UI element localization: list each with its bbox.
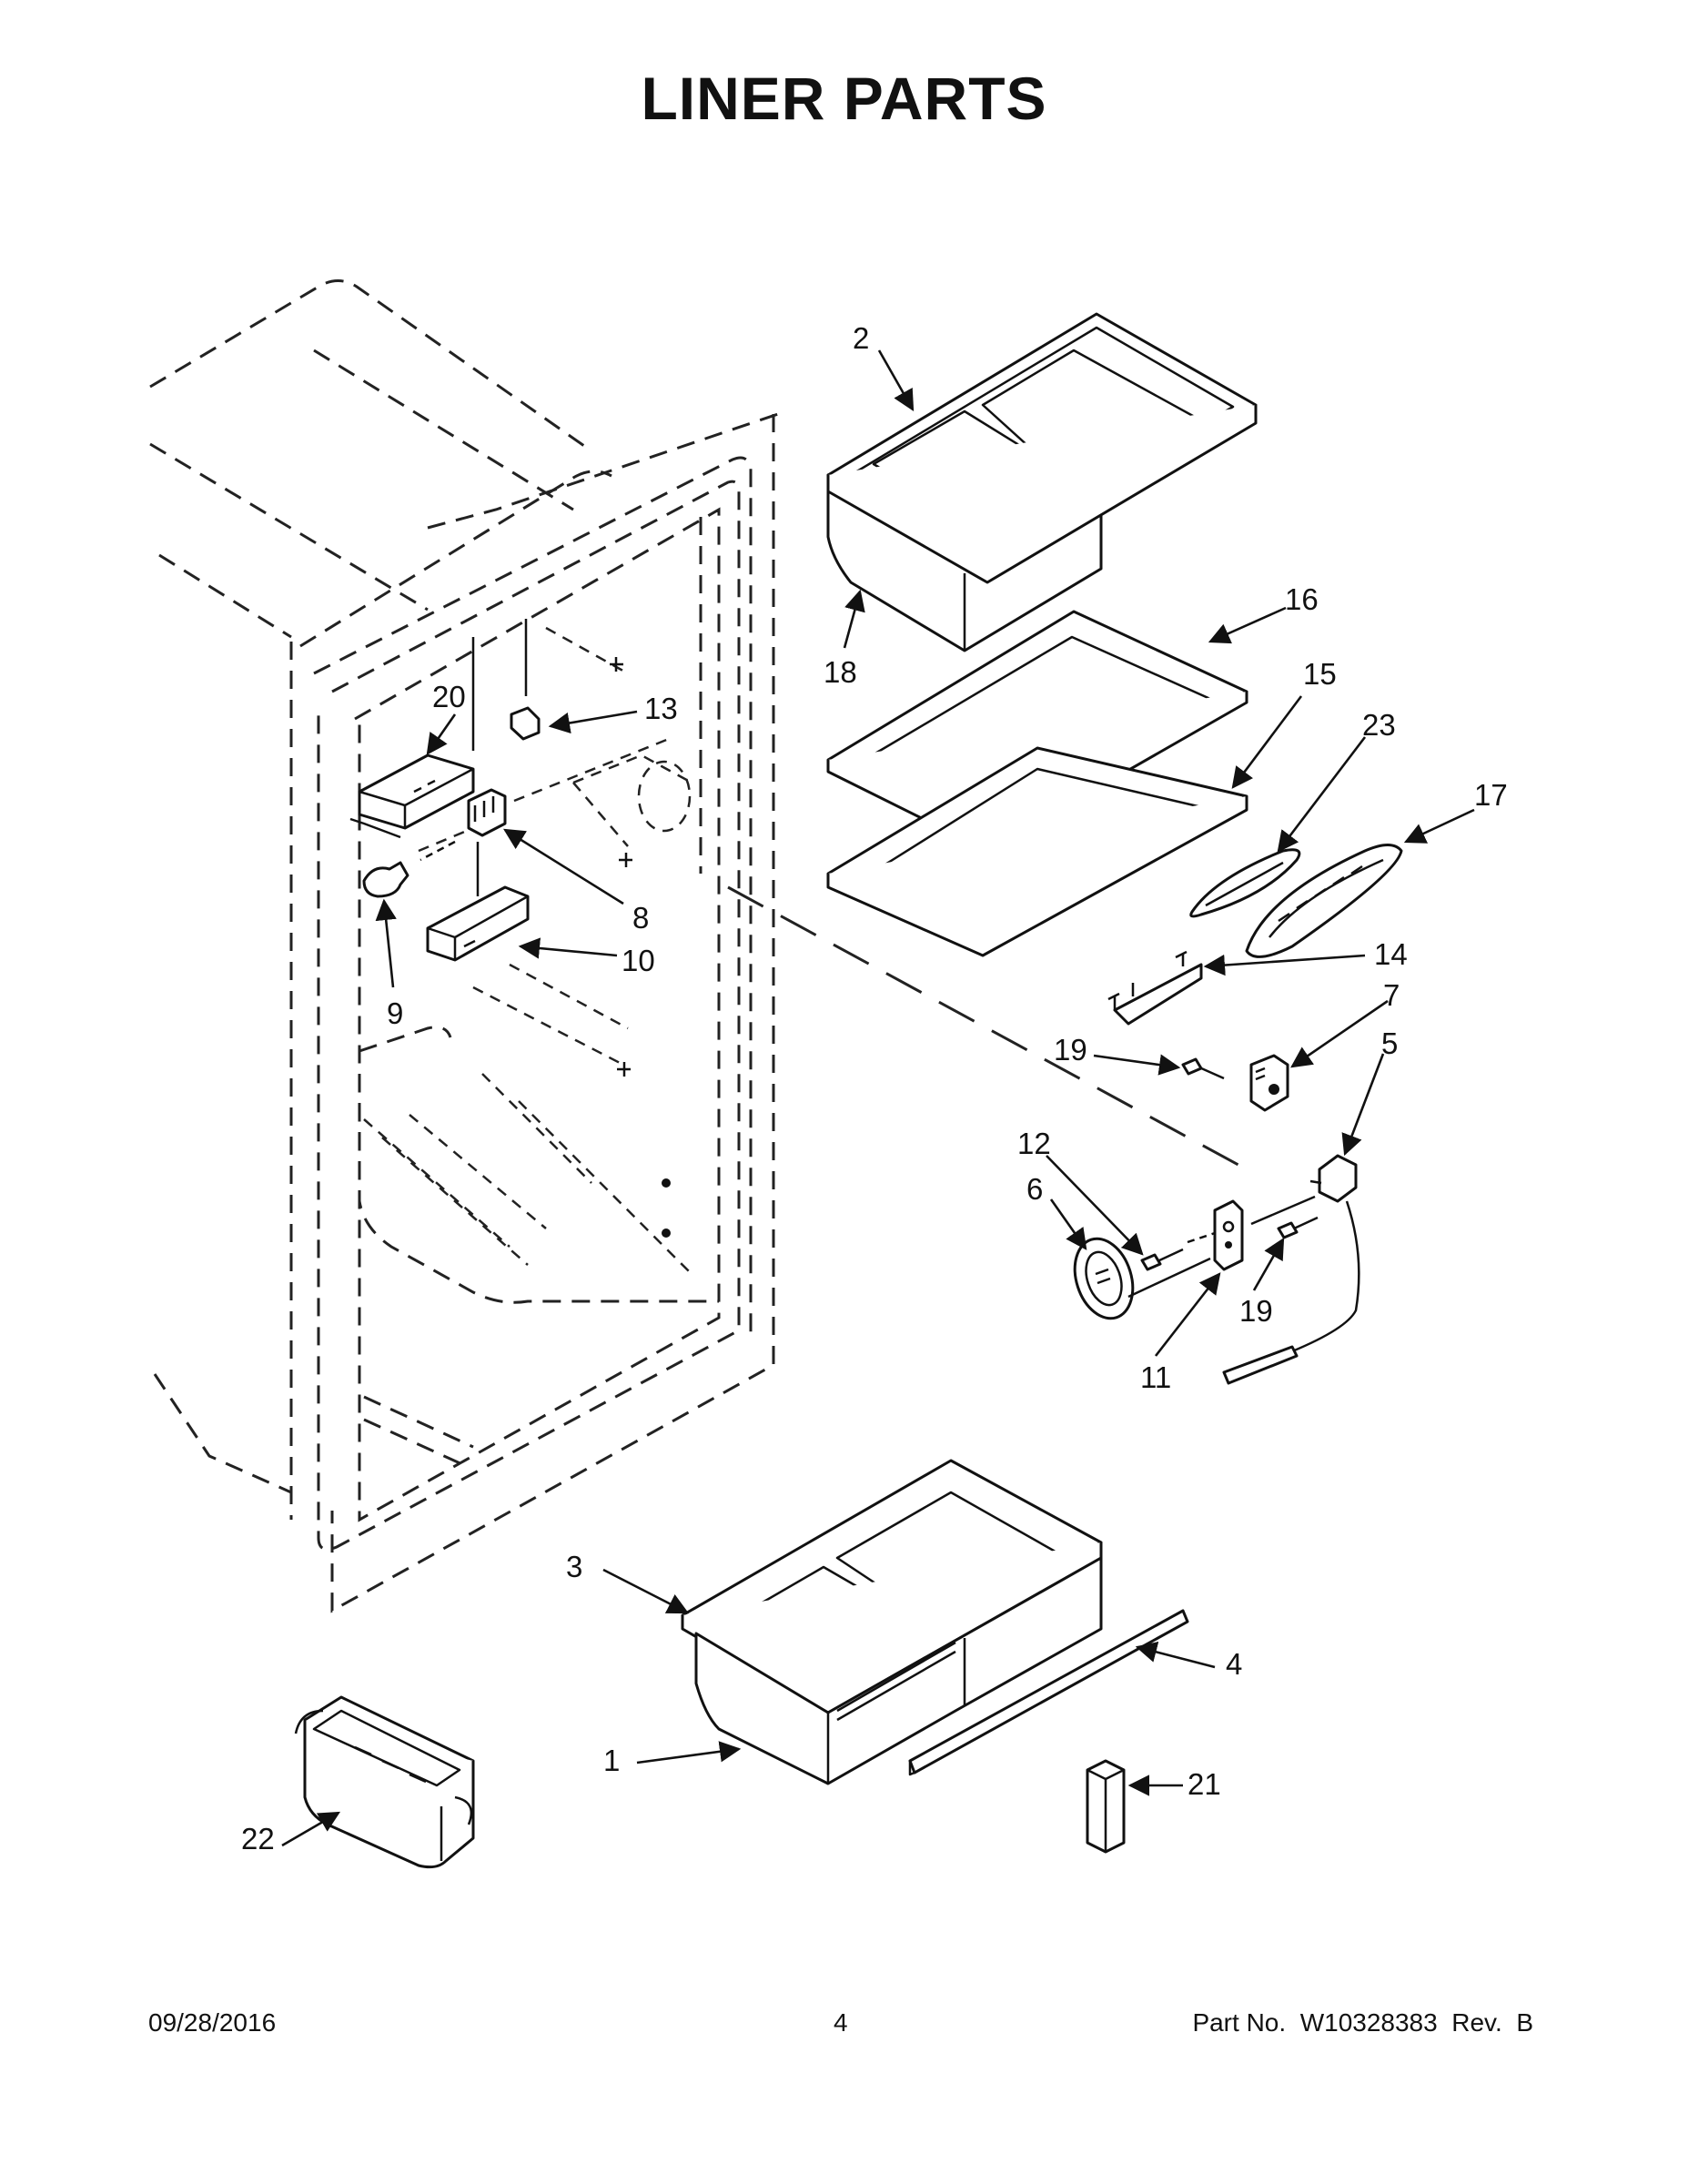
callout-18: 18 bbox=[824, 655, 857, 689]
callout-17: 17 bbox=[1474, 778, 1508, 812]
door-bin-22 bbox=[294, 1695, 475, 1869]
rail-4 bbox=[908, 1609, 1189, 1776]
callout-6: 6 bbox=[1026, 1172, 1043, 1206]
screw-19-upper bbox=[1181, 1057, 1225, 1080]
shelf-frame-15 bbox=[826, 746, 1248, 957]
trim-23 bbox=[1189, 848, 1301, 918]
page-title: LINER PARTS bbox=[641, 65, 1047, 132]
callout-21: 21 bbox=[1188, 1767, 1221, 1801]
light-bracket-10 bbox=[426, 885, 530, 962]
callout-15: 15 bbox=[1303, 657, 1337, 691]
callout-4: 4 bbox=[1226, 1647, 1242, 1681]
control-knob-6 bbox=[1073, 1237, 1211, 1320]
leader-lines bbox=[281, 349, 1475, 1847]
callout-8: 8 bbox=[632, 901, 649, 935]
callout-14: 14 bbox=[1374, 937, 1408, 971]
assembly-line bbox=[727, 885, 1248, 1171]
callout-23: 23 bbox=[1362, 708, 1396, 742]
footer-date: 09/28/2016 bbox=[148, 2008, 277, 2037]
bracket-14 bbox=[1107, 950, 1203, 1026]
upper-crisper-pan bbox=[826, 312, 1258, 652]
callout-16: 16 bbox=[1285, 582, 1319, 616]
callout-12: 12 bbox=[1017, 1127, 1051, 1160]
callout-5: 5 bbox=[1381, 1026, 1398, 1060]
callout-11: 11 bbox=[1140, 1360, 1171, 1394]
callout-13: 13 bbox=[644, 692, 678, 725]
clip-13 bbox=[510, 619, 541, 741]
callout-20: 20 bbox=[432, 680, 466, 713]
refrigerator-liner-outline bbox=[149, 279, 779, 1613]
callout-labels: 2 16 15 23 17 18 20 13 8 9 10 14 7 5 19 … bbox=[241, 321, 1508, 1855]
screw-19-lower bbox=[1277, 1216, 1319, 1239]
callout-7: 7 bbox=[1383, 978, 1400, 1012]
mounting-plate-11 bbox=[1187, 1195, 1316, 1271]
callout-3: 3 bbox=[566, 1550, 582, 1583]
block-21 bbox=[1086, 1759, 1126, 1854]
vent-17 bbox=[1245, 844, 1403, 958]
callout-2: 2 bbox=[853, 321, 869, 355]
callout-10: 10 bbox=[622, 944, 655, 977]
callout-1: 1 bbox=[603, 1744, 620, 1777]
callout-19-lower: 19 bbox=[1239, 1294, 1273, 1328]
callout-22: 22 bbox=[241, 1822, 275, 1855]
callout-19-upper: 19 bbox=[1054, 1033, 1087, 1067]
footer-page-number: 4 bbox=[834, 2008, 848, 2037]
lamp-socket-8 bbox=[419, 788, 507, 896]
light-housing-20 bbox=[349, 637, 475, 839]
lower-crisper-pan bbox=[681, 1459, 1103, 1785]
light-socket-5 bbox=[1222, 1154, 1360, 1385]
screw-12 bbox=[1140, 1248, 1184, 1271]
callout-9: 9 bbox=[387, 996, 403, 1030]
light-bulb-9 bbox=[362, 861, 409, 898]
thermostat-7 bbox=[1249, 1054, 1289, 1112]
footer-part-number: Part No. W10328383 Rev. B bbox=[1192, 2008, 1533, 2037]
